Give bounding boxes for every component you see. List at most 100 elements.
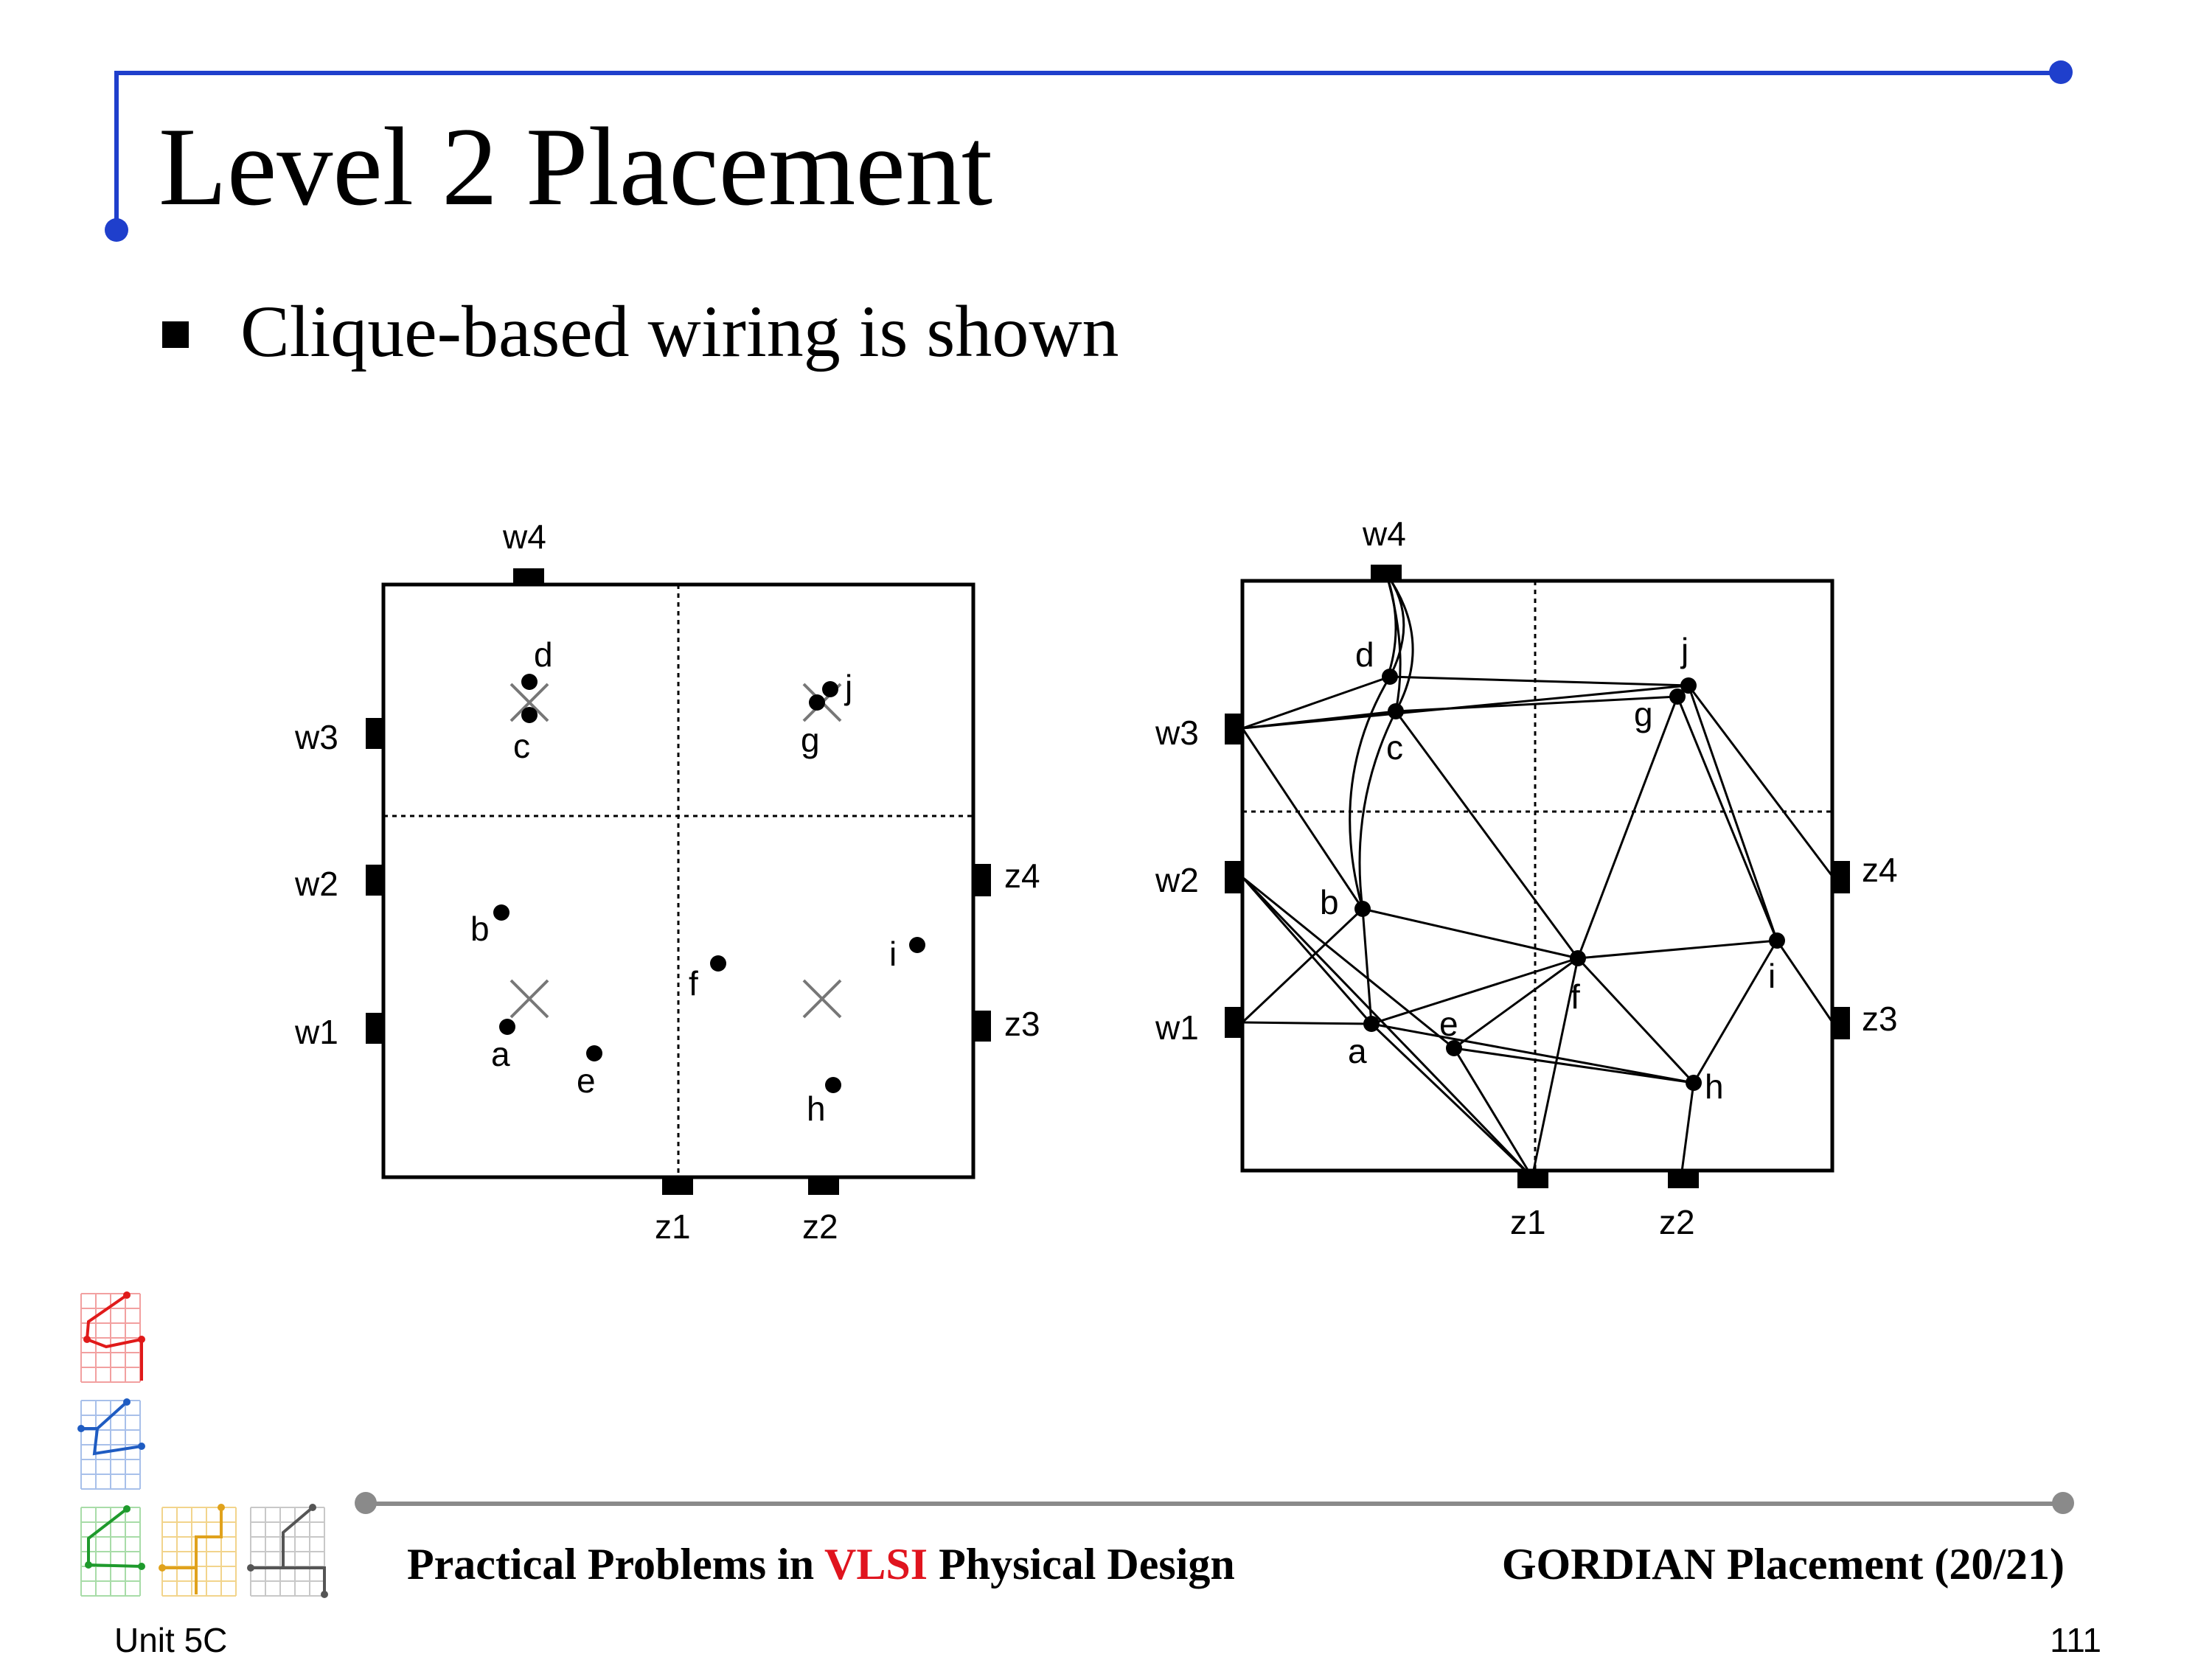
footer-section-title: GORDIAN Placement (20/21) xyxy=(1501,1540,2065,1588)
left-cell-f xyxy=(710,955,726,972)
footer-course-title-pre: Practical Problems in xyxy=(407,1540,825,1588)
wire-e-z1 xyxy=(1453,1047,1534,1178)
footer-course-title-accent: VLSI xyxy=(824,1540,928,1588)
footer-rule-dot-left xyxy=(355,1492,377,1514)
right-pin-label-z3: z3 xyxy=(1862,1000,1898,1038)
wire-i-f xyxy=(1577,939,1778,960)
left-cell-label-h: h xyxy=(807,1089,826,1128)
right-pin-z3 xyxy=(1832,1007,1850,1039)
right-pin-w4 xyxy=(1371,565,1402,581)
right-placement-figure: w4 w3 w2 w1 z4 z3 z1 z2 d c j g b f i a … xyxy=(1155,515,1898,1241)
wire-b-f xyxy=(1362,907,1579,960)
left-pin-w2 xyxy=(366,865,383,896)
right-cell-label-h: h xyxy=(1705,1067,1724,1106)
left-cell-i xyxy=(909,937,925,953)
right-clique-wires xyxy=(1241,573,1834,1179)
wire-a-f xyxy=(1371,957,1579,1025)
wire-f-z1 xyxy=(1531,958,1579,1178)
wire-c-b xyxy=(1358,711,1397,910)
logo-tile-yellow xyxy=(159,1504,237,1597)
left-cell-c xyxy=(521,707,538,723)
right-cell-f xyxy=(1570,950,1586,966)
wire-j-i xyxy=(1687,685,1778,941)
unit-label: Unit 5C xyxy=(114,1621,228,1659)
logo-tile-green xyxy=(80,1505,145,1597)
wire-w2-e xyxy=(1242,876,1455,1050)
right-cell-g xyxy=(1669,688,1686,705)
wire-w4-c-a xyxy=(1385,573,1414,712)
wire-e-f xyxy=(1453,957,1579,1050)
wire-b-a xyxy=(1361,908,1373,1025)
wire-i-z3 xyxy=(1775,940,1834,1024)
wire-b-w1 xyxy=(1241,907,1364,1024)
right-pin-z2 xyxy=(1668,1171,1699,1188)
right-pin-z4 xyxy=(1832,861,1850,893)
slide-title: Level 2 Placement xyxy=(159,105,993,229)
course-grid-logo xyxy=(77,1291,328,1598)
footer-course-title: Practical Problems in VLSI Physical Desi… xyxy=(407,1539,1235,1590)
left-cell-h xyxy=(825,1077,841,1093)
right-pin-label-z2: z2 xyxy=(1659,1203,1695,1241)
right-pin-label-w4: w4 xyxy=(1362,515,1406,553)
right-pin-label-z4: z4 xyxy=(1862,851,1898,889)
right-cell-label-a: a xyxy=(1348,1032,1367,1070)
right-cell-b xyxy=(1354,901,1371,917)
right-cell-label-i: i xyxy=(1768,957,1775,995)
right-cell-label-g: g xyxy=(1634,695,1653,733)
wire-i-h xyxy=(1692,940,1778,1084)
right-pin-label-z1: z1 xyxy=(1510,1203,1546,1241)
wire-w3-b xyxy=(1241,728,1364,910)
left-pin-z2 xyxy=(808,1177,839,1195)
left-cell-label-b: b xyxy=(470,910,490,948)
left-cell-g xyxy=(809,694,825,711)
bullet-text: Clique-based wiring is shown xyxy=(240,290,1119,372)
left-pin-label-w4: w4 xyxy=(502,517,546,556)
right-cell-label-d: d xyxy=(1355,635,1374,674)
right-cell-e xyxy=(1446,1040,1462,1056)
wire-w3-d xyxy=(1242,675,1391,730)
header-rule-dot-left xyxy=(105,218,128,242)
left-labels: w4 w3 w2 w1 z4 z3 z1 z2 d c j g b a e f … xyxy=(294,517,1040,1246)
right-labels: w4 w3 w2 w1 z4 z3 z1 z2 d c j g b f i a … xyxy=(1155,515,1898,1241)
left-pin-label-z1: z1 xyxy=(655,1207,691,1246)
left-cells xyxy=(493,674,925,1093)
left-placement-figure: w4 w3 w2 w1 z4 z3 z1 z2 d c j g b a e f … xyxy=(294,517,1040,1246)
left-cell-label-d: d xyxy=(534,635,553,674)
wire-e-h xyxy=(1453,1047,1694,1084)
right-pin-label-w2: w2 xyxy=(1155,861,1199,899)
right-pin-w2 xyxy=(1225,861,1242,893)
right-die-outline xyxy=(1240,579,1834,1173)
left-cell-label-a: a xyxy=(491,1035,510,1073)
left-pin-z1 xyxy=(662,1177,693,1195)
wire-g-f xyxy=(1576,696,1679,959)
wire-a-z1 xyxy=(1370,1022,1534,1179)
right-cell-i xyxy=(1769,932,1785,949)
right-cell-d xyxy=(1382,669,1398,685)
left-cell-j xyxy=(822,681,838,697)
wire-c-g xyxy=(1395,695,1678,713)
right-cell-label-e: e xyxy=(1439,1005,1458,1043)
left-cell-e xyxy=(586,1045,602,1061)
bullet-item: Clique-based wiring is shown xyxy=(162,295,1119,369)
left-pin-label-z2: z2 xyxy=(802,1207,838,1246)
logo-tile-blue xyxy=(77,1398,145,1490)
left-pin-label-z4: z4 xyxy=(1004,857,1040,895)
left-cell-label-j: j xyxy=(844,668,852,706)
wire-a-h xyxy=(1371,1022,1694,1084)
left-pin-label-z3: z3 xyxy=(1004,1005,1040,1043)
bullet-square-icon xyxy=(162,321,189,348)
header-rule xyxy=(116,71,2063,75)
left-pin-label-w2: w2 xyxy=(294,865,338,903)
left-pin-label-w1: w1 xyxy=(294,1013,338,1051)
left-cell-label-e: e xyxy=(577,1061,596,1100)
wire-c-f xyxy=(1394,711,1579,959)
wire-w1-a xyxy=(1242,1021,1372,1025)
left-centroid-markers xyxy=(509,683,842,1019)
right-cell-label-c: c xyxy=(1386,728,1403,767)
wire-w4-c-b xyxy=(1385,573,1402,712)
footer-rule xyxy=(366,1502,2062,1506)
right-cell-h xyxy=(1686,1075,1702,1091)
right-cell-label-j: j xyxy=(1680,631,1688,669)
right-pin-label-w3: w3 xyxy=(1155,714,1199,752)
left-cell-a xyxy=(499,1019,515,1035)
